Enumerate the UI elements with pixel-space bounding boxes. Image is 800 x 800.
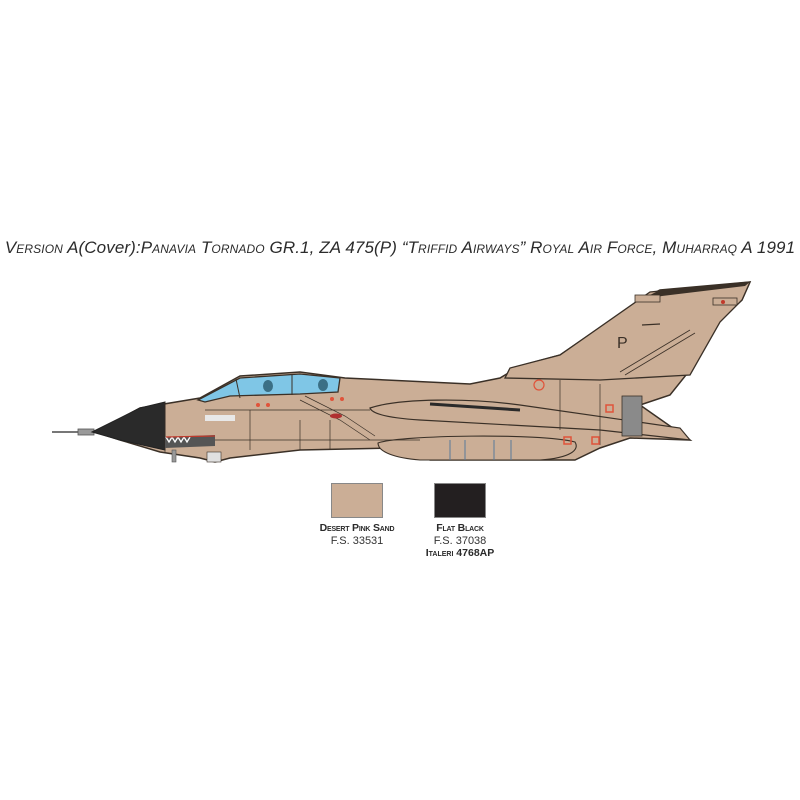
color-chip-desert-pink-sand [331, 483, 383, 518]
version-cover: (Cover): [78, 238, 141, 257]
shark-mouth-marking [165, 415, 235, 448]
swatch-code: F.S. 37038 [433, 535, 487, 547]
version-prefix: Version A [4, 238, 79, 257]
swatch-name: Desert Pink Sand [319, 522, 395, 534]
tail-fin [503, 281, 752, 381]
swatch-paint-reference: Italeri 4768AP [425, 547, 495, 559]
swatch-desert-pink-sand: Desert Pink Sand F.S. 33531 [297, 483, 417, 547]
version-description: Panavia Tornado GR.1, ZA 475(P) “Triffid… [140, 238, 796, 257]
nose-gear [171, 449, 177, 463]
version-title: Version A(Cover):Panavia Tornado GR.1, Z… [0, 238, 800, 258]
tail-letter: P [617, 335, 628, 352]
color-chip-flat-black [434, 483, 486, 518]
fuel-tank [377, 435, 577, 461]
swatch-flat-black: Flat Black F.S. 37038 Italeri 4768AP [400, 483, 520, 559]
pitot-probe-icon [52, 428, 95, 436]
wing [369, 399, 692, 441]
aircraft-profile-illustration: P [52, 281, 752, 463]
engine-exhaust [621, 395, 643, 437]
swatch-name: Flat Black [436, 522, 484, 534]
swatch-code: F.S. 33531 [330, 535, 384, 547]
